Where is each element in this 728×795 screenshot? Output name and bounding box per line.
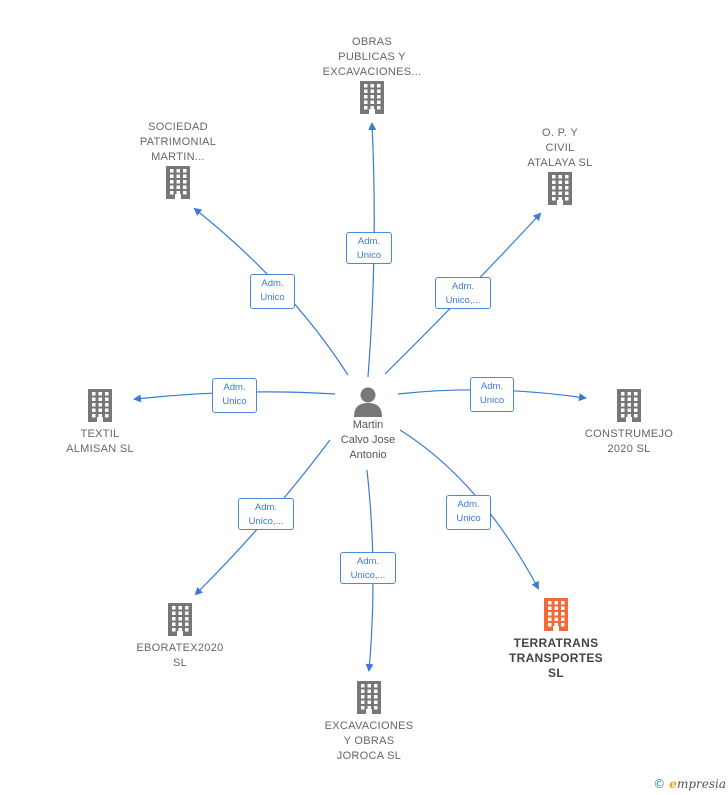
person-name: Martin Calvo Jose Antonio [340, 419, 396, 461]
company-node-eboratex[interactable]: EBORATEX2020 SL [110, 602, 250, 671]
role-label-textil-almisan[interactable]: Adm. Unico [212, 378, 257, 413]
company-node-obras-publicas[interactable]: OBRAS PUBLICAS Y EXCAVACIONES... [302, 35, 442, 114]
company-name: O. P. Y CIVIL ATALAYA SL [527, 127, 593, 169]
building-icon [548, 172, 572, 205]
company-name: EXCAVACIONES Y OBRAS JOROCA SL [324, 720, 414, 762]
role-label-terratrans[interactable]: Adm. Unico [446, 495, 491, 530]
company-node-excavaciones-joroca[interactable]: EXCAVACIONES Y OBRAS JOROCA SL [299, 680, 439, 764]
company-name: TERRATRANS TRANSPORTES SL [509, 636, 603, 680]
company-node-opy-civil[interactable]: O. P. Y CIVIL ATALAYA SL [490, 126, 630, 205]
building-icon [617, 389, 641, 422]
person-node[interactable]: Martin Calvo Jose Antonio [318, 386, 418, 463]
role-label-sociedad-patrimonial[interactable]: Adm. Unico [250, 274, 295, 309]
role-label-construmejo[interactable]: Adm. Unico [470, 377, 514, 412]
building-icon [168, 603, 192, 636]
company-node-construmejo[interactable]: CONSTRUMEJO 2020 SL [559, 388, 699, 457]
brand-initial: e [669, 777, 677, 791]
role-label-obras-publicas[interactable]: Adm. Unico [346, 232, 392, 264]
brand-watermark: ©empresia [653, 777, 726, 791]
building-icon [360, 81, 384, 114]
company-name: OBRAS PUBLICAS Y EXCAVACIONES... [322, 36, 422, 78]
edge-terratrans [399, 429, 539, 590]
role-label-excavaciones-joroca[interactable]: Adm. Unico,... [340, 552, 396, 584]
role-label-opy-civil[interactable]: Adm. Unico,... [435, 277, 491, 309]
person-icon [354, 387, 382, 417]
brand-name: mpresia [676, 777, 726, 791]
building-icon [88, 389, 112, 422]
building-icon [544, 598, 568, 631]
building-icon [357, 681, 381, 714]
building-icon [166, 166, 190, 199]
copyright-icon: © [653, 777, 666, 791]
company-name: CONSTRUMEJO 2020 SL [584, 428, 674, 455]
role-label-eboratex[interactable]: Adm. Unico,... [238, 498, 294, 530]
company-node-terratrans[interactable]: TERRATRANS TRANSPORTES SL [486, 597, 626, 681]
company-name: TEXTIL ALMISAN SL [66, 428, 134, 455]
company-node-sociedad-patrimonial[interactable]: SOCIEDAD PATRIMONIAL MARTIN... [108, 120, 248, 199]
company-name: SOCIEDAD PATRIMONIAL MARTIN... [139, 121, 217, 163]
company-name: EBORATEX2020 SL [136, 642, 224, 669]
company-node-textil-almisan[interactable]: TEXTIL ALMISAN SL [30, 388, 170, 457]
